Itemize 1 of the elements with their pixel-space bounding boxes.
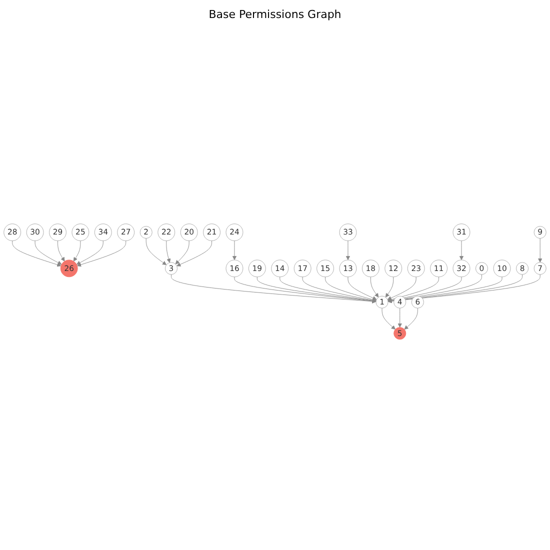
graph-title: Base Permissions Graph: [208, 8, 342, 23]
